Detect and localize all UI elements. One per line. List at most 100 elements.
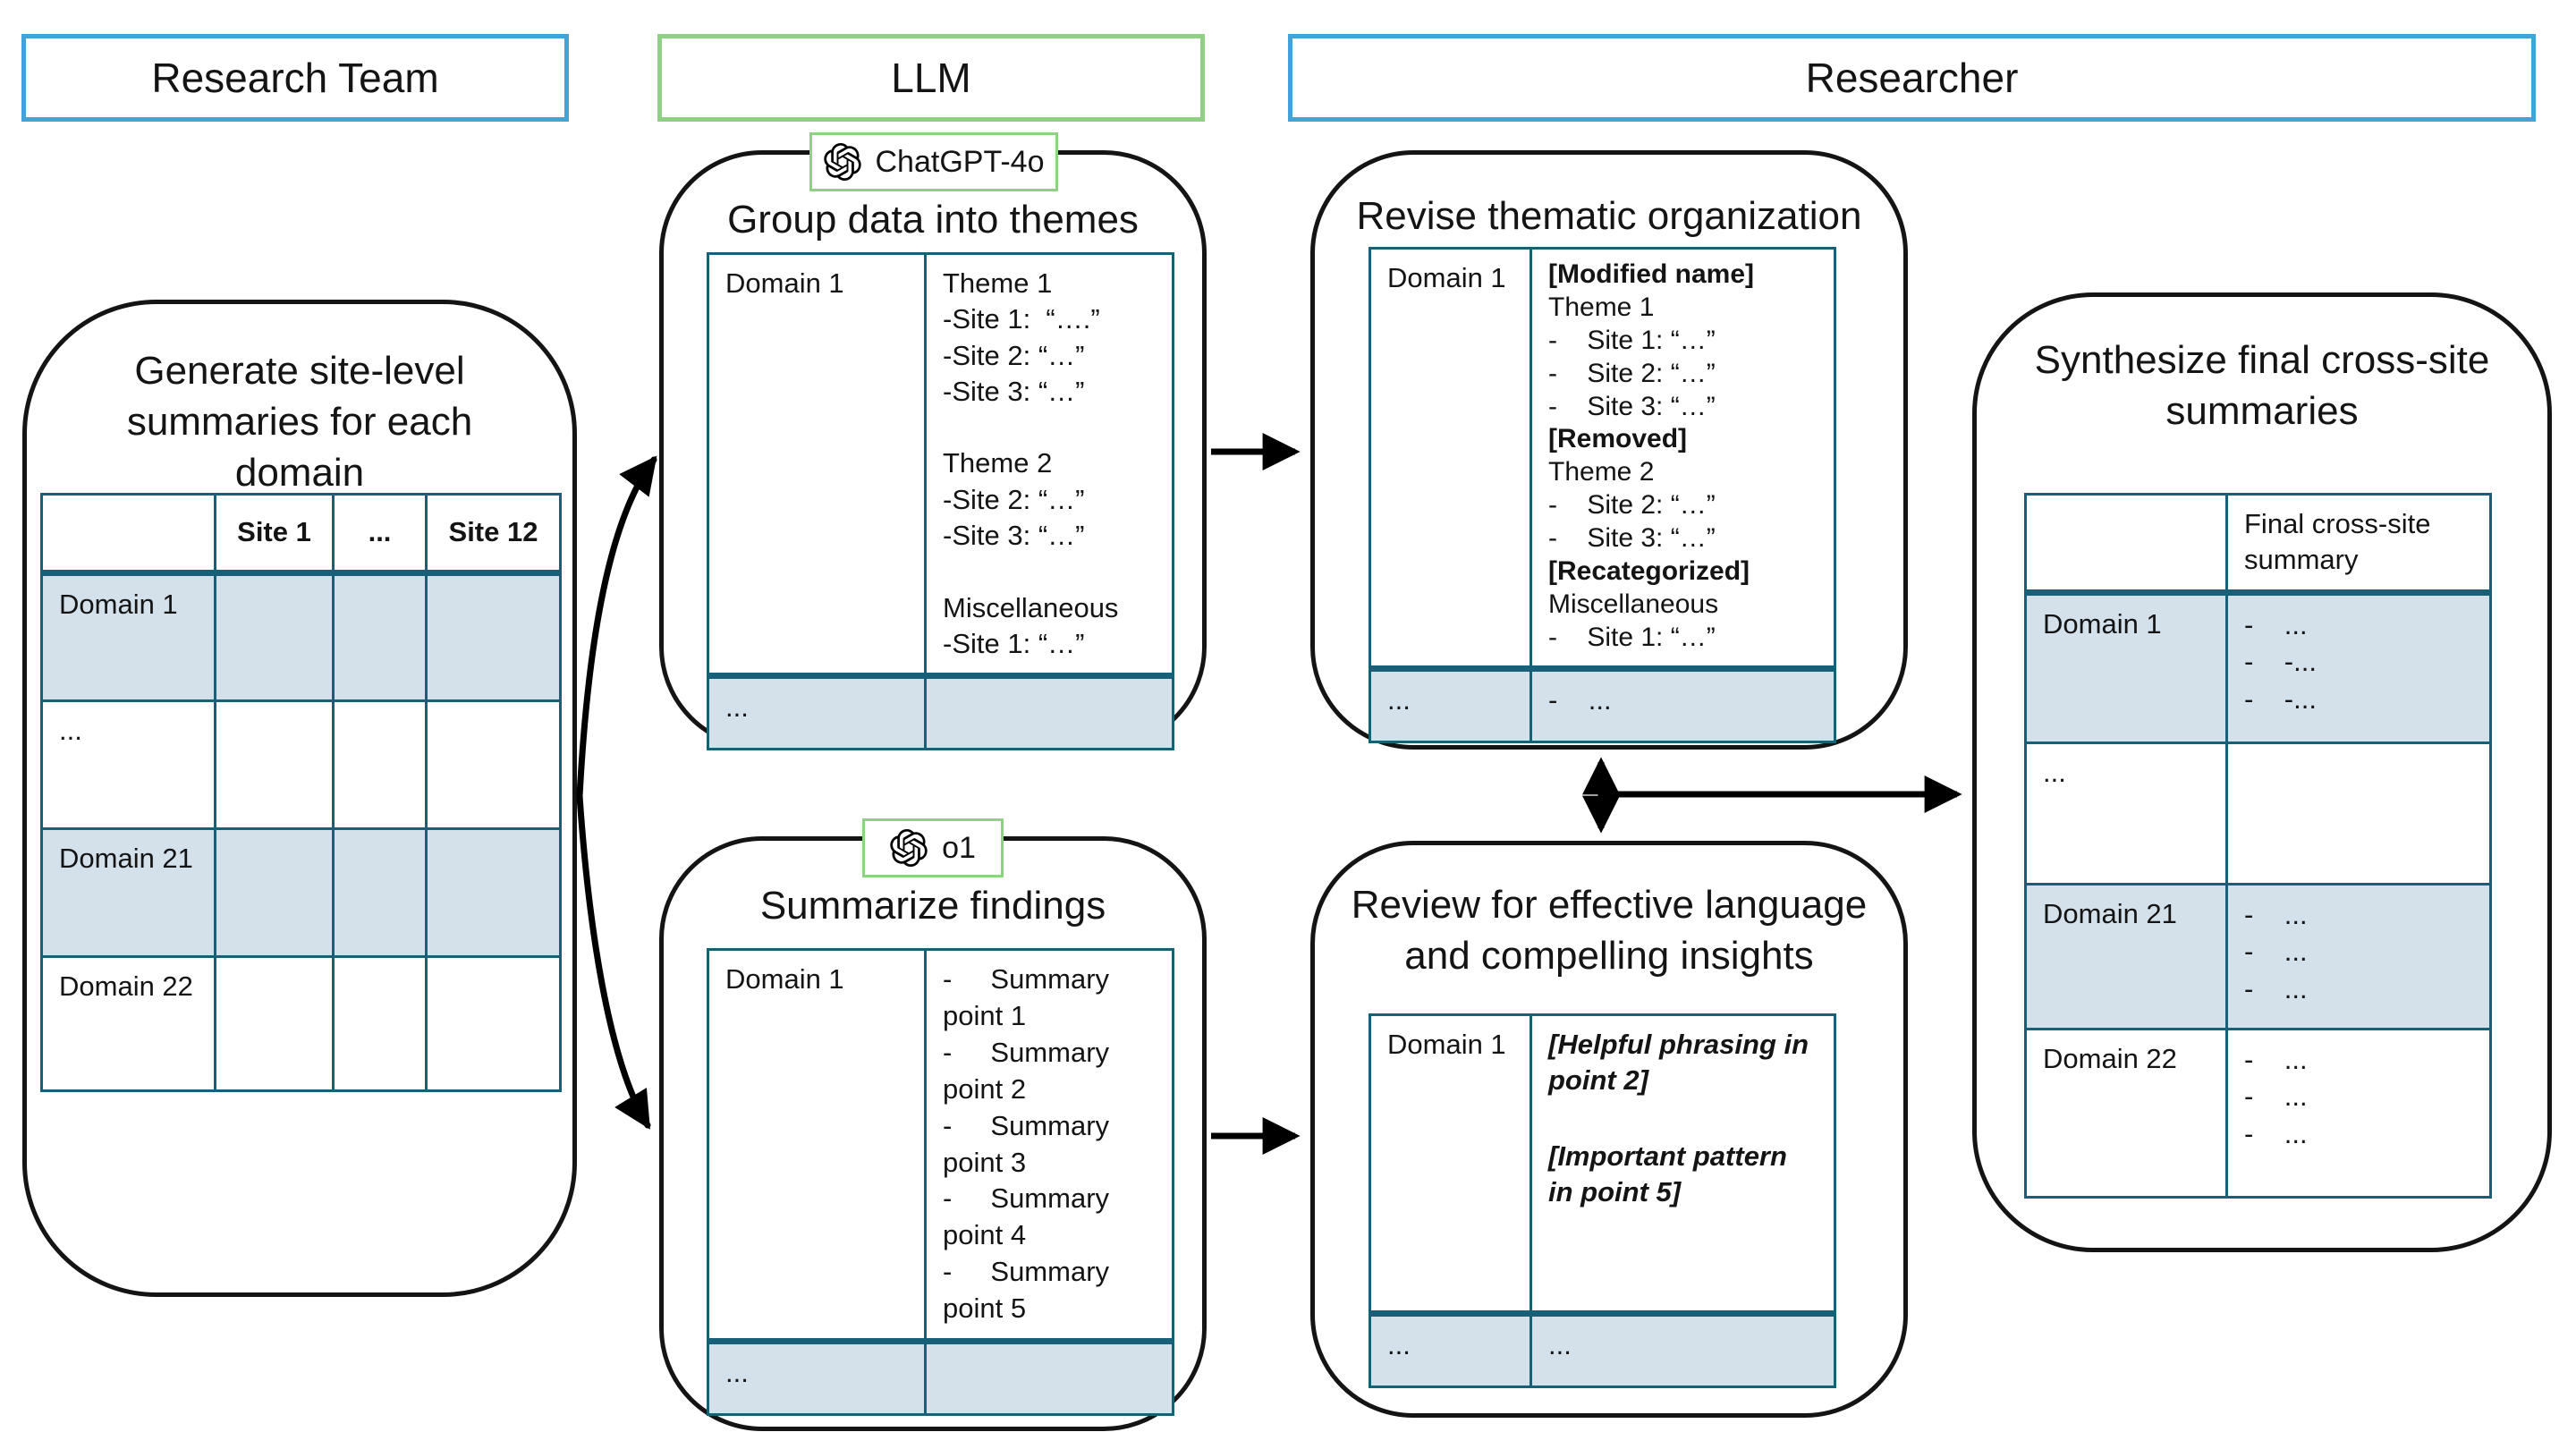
panel-summarize-findings-title: Summarize findings bbox=[759, 884, 1106, 928]
table-footer-row: ... bbox=[707, 673, 1174, 751]
review-note: [Helpful phrasing in point 2] bbox=[1548, 1029, 1817, 1097]
lane-header-researcher: Researcher bbox=[1288, 34, 2536, 122]
revision-line: - Site 3: “…” bbox=[1548, 391, 1716, 421]
synthesize-summaries-table: Final cross-site summary Domain 1 - ... … bbox=[2024, 493, 2492, 1199]
table-cell: ... bbox=[40, 699, 216, 830]
lane-header-research-team-label: Research Team bbox=[151, 55, 439, 101]
table-row-ellipsis: ... bbox=[40, 699, 562, 830]
openai-logo-icon bbox=[890, 829, 928, 867]
table-cell: - ... - ... - ... bbox=[2225, 882, 2492, 1030]
table-cell-domain-1: Domain 1 bbox=[707, 251, 927, 678]
table-cell bbox=[332, 570, 428, 702]
table-cell: ... bbox=[1368, 1310, 1532, 1388]
table-cell bbox=[214, 699, 335, 830]
table-cell-site-1: Site 1 bbox=[214, 493, 335, 574]
table-cell-final-summary-header: Final cross-site summary bbox=[2225, 493, 2492, 594]
table-row-domain-1: Domain 1 - ... - -... - -... bbox=[2024, 589, 2492, 744]
table-cell bbox=[425, 827, 562, 958]
table-footer-row: ... ... bbox=[1368, 1310, 1836, 1388]
table-cell bbox=[332, 827, 428, 958]
panel-review-language-title: Review for effective language and compel… bbox=[1351, 883, 1868, 979]
table-cell-revisions: [Modified name] Theme 1 - Site 1: “…” - … bbox=[1530, 247, 1836, 670]
revision-line: Theme 1 bbox=[1548, 292, 1655, 322]
table-cell bbox=[425, 955, 562, 1092]
table-cell: ... bbox=[1530, 1310, 1836, 1388]
table-cell-domain-21: Domain 21 bbox=[2024, 882, 2228, 1030]
table-row-domain-1: Domain 1 [Modified name] Theme 1 - Site … bbox=[1368, 247, 1836, 670]
table-cell-domain-1: Domain 1 bbox=[707, 947, 927, 1343]
table-cell-summary-points: - Summary point 1 - Summary point 2 - Su… bbox=[924, 947, 1174, 1343]
table-cell-domain-1: Domain 1 bbox=[1368, 247, 1532, 670]
panel-group-themes-title: Group data into themes bbox=[727, 198, 1139, 242]
table-footer-row: ... bbox=[707, 1338, 1174, 1417]
badge-o1: o1 bbox=[862, 818, 1004, 877]
table-cell bbox=[214, 827, 335, 958]
table-row-domain-21: Domain 21 bbox=[40, 827, 562, 958]
review-note: [Important pattern in point 5] bbox=[1548, 1140, 1795, 1208]
table-header-row: Site 1 ... Site 12 bbox=[40, 493, 562, 574]
site-summaries-table: Site 1 ... Site 12 Domain 1 ... Domain 2… bbox=[40, 493, 562, 1092]
table-cell-review-notes: [Helpful phrasing in point 2] [Important… bbox=[1530, 1013, 1836, 1315]
table-cell: ... bbox=[707, 1338, 927, 1417]
lane-header-research-team: Research Team bbox=[21, 34, 569, 122]
panel-generate-summaries-title: Generate site-level summaries for each d… bbox=[126, 349, 473, 496]
table-cell bbox=[40, 493, 216, 574]
revision-line: - Site 1: “…” bbox=[1548, 325, 1716, 355]
revision-line: Theme 2 bbox=[1548, 457, 1655, 487]
table-cell bbox=[924, 673, 1174, 751]
arrow-left-to-summarize bbox=[576, 792, 651, 1130]
revision-line: [Modified name] bbox=[1548, 259, 1754, 289]
table-cell-ellipsis: ... bbox=[332, 493, 428, 574]
table-cell-domain-1: Domain 1 bbox=[2024, 589, 2228, 744]
table-row-domain-22: Domain 22 - ... - ... - ... bbox=[2024, 1027, 2492, 1199]
badge-chatgpt-4o-label: ChatGPT-4o bbox=[875, 144, 1045, 179]
badge-chatgpt-4o: ChatGPT-4o bbox=[809, 132, 1058, 191]
table-row-domain-21: Domain 21 - ... - ... - ... bbox=[2024, 882, 2492, 1030]
revision-line: [Removed] bbox=[1548, 424, 1688, 454]
review-language-table: Domain 1 [Helpful phrasing in point 2] [… bbox=[1368, 1013, 1836, 1388]
table-row-domain-22: Domain 22 bbox=[40, 955, 562, 1092]
group-themes-table: Domain 1 Theme 1 -Site 1: “….” -Site 2: … bbox=[707, 251, 1174, 751]
table-row-domain-1: Domain 1 bbox=[40, 570, 562, 702]
table-cell-themes: Theme 1 -Site 1: “….” -Site 2: “…” -Site… bbox=[924, 251, 1174, 678]
table-cell-domain-22: Domain 22 bbox=[40, 955, 216, 1092]
table-cell: ... bbox=[1368, 665, 1532, 743]
revision-line: [Recategorized] bbox=[1548, 556, 1750, 587]
table-cell bbox=[2024, 493, 2228, 594]
revision-line: Miscellaneous bbox=[1548, 589, 1719, 619]
panel-revise-organization-title: Revise thematic organization bbox=[1356, 194, 1862, 238]
lane-header-researcher-label: Researcher bbox=[1805, 55, 2019, 101]
revision-line: - Site 2: “…” bbox=[1548, 490, 1716, 521]
table-cell-site-12: Site 12 bbox=[425, 493, 562, 574]
openai-logo-icon bbox=[823, 143, 861, 181]
badge-o1-label: o1 bbox=[942, 830, 976, 865]
table-header-row: Final cross-site summary bbox=[2024, 493, 2492, 594]
revision-line: - Site 2: “…” bbox=[1548, 358, 1716, 388]
table-cell: ... bbox=[707, 673, 927, 751]
table-cell bbox=[214, 570, 335, 702]
table-cell-domain-1: Domain 1 bbox=[1368, 1013, 1532, 1315]
table-cell-domain-1: Domain 1 bbox=[40, 570, 216, 702]
panel-synthesize-summaries-title: Synthesize final cross-site summaries bbox=[2034, 338, 2490, 434]
table-row-domain-1: Domain 1 - Summary point 1 - Summary poi… bbox=[707, 947, 1174, 1343]
revision-line: - Site 1: “…” bbox=[1548, 622, 1716, 652]
table-cell bbox=[332, 955, 428, 1092]
table-row-domain-1: Domain 1 Theme 1 -Site 1: “….” -Site 2: … bbox=[707, 251, 1174, 678]
table-cell-domain-21: Domain 21 bbox=[40, 827, 216, 958]
table-row-ellipsis: ... bbox=[2024, 741, 2492, 886]
table-cell: - ... bbox=[1530, 665, 1836, 743]
table-footer-row: ... - ... bbox=[1368, 665, 1836, 743]
revise-organization-table: Domain 1 [Modified name] Theme 1 - Site … bbox=[1368, 247, 1836, 743]
lane-header-llm: LLM bbox=[657, 34, 1205, 122]
table-cell: - ... - -... - -... bbox=[2225, 589, 2492, 744]
lane-header-llm-label: LLM bbox=[891, 55, 971, 101]
table-cell: - ... - ... - ... bbox=[2225, 1027, 2492, 1199]
arrow-left-to-group bbox=[576, 455, 657, 800]
table-row-domain-1: Domain 1 [Helpful phrasing in point 2] [… bbox=[1368, 1013, 1836, 1315]
revision-line: - Site 3: “…” bbox=[1548, 523, 1716, 554]
table-cell bbox=[924, 1338, 1174, 1417]
table-cell bbox=[332, 699, 428, 830]
table-cell: ... bbox=[2024, 741, 2228, 886]
table-cell bbox=[425, 570, 562, 702]
